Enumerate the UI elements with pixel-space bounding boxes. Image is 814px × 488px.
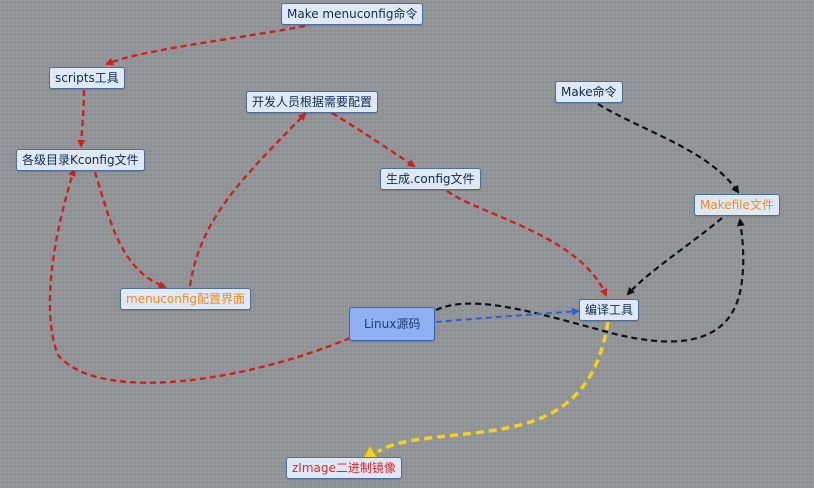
node-scripts-tool[interactable]: scripts工具 <box>49 67 125 89</box>
edge-make-to-makefile <box>597 103 740 194</box>
node-gen-config[interactable]: 生成.config文件 <box>380 168 481 190</box>
edge-compile-to-zimage <box>376 321 610 454</box>
edge-linux-source-to-kconfig <box>48 168 351 384</box>
node-developer-config[interactable]: 开发人员根据需要配置 <box>246 91 379 113</box>
node-linux-source[interactable]: Linux源码 <box>349 307 436 341</box>
edge-developer-to-gen-config <box>331 111 416 168</box>
node-compile-tool[interactable]: 编译工具 <box>579 299 640 321</box>
node-menuconfig-ui[interactable]: menuconfig配置界面 <box>120 288 252 310</box>
edge-makefile-to-compile <box>626 217 723 296</box>
edge-menuconfig-ui-to-developer <box>188 112 307 287</box>
edge-gen-config-to-compile <box>446 190 608 297</box>
node-make-cmd[interactable]: Make命令 <box>555 81 623 103</box>
edge-kconfig-to-menuconfig-ui <box>93 171 167 289</box>
node-make-menuconfig[interactable]: Make menuconfig命令 <box>281 3 424 25</box>
edge-menuconfig-to-scripts <box>105 24 306 66</box>
node-kconfig-files[interactable]: 各级目录Kconfig文件 <box>16 149 145 171</box>
edge-linux-to-makefile-loop <box>435 218 745 343</box>
node-zimage[interactable]: zImage二进制镜像 <box>286 457 402 479</box>
node-makefile[interactable]: Makefile文件 <box>694 194 780 216</box>
edge-linux-to-compile <box>435 307 580 323</box>
edge-scripts-to-kconfig <box>77 89 86 148</box>
